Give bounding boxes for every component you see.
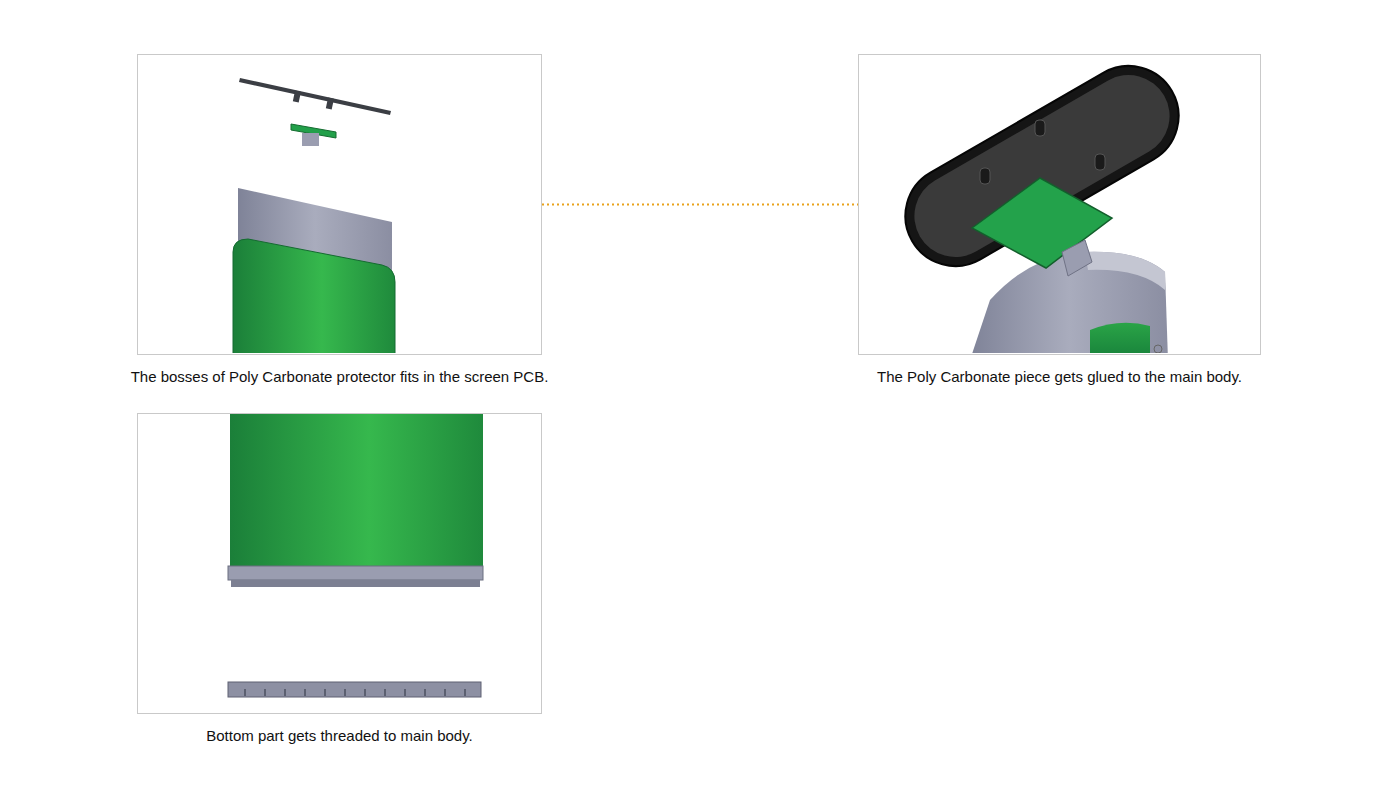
- step-caption: The bosses of Poly Carbonate protector f…: [129, 367, 550, 386]
- panel-frame: [137, 54, 542, 355]
- dotted-connector: [542, 204, 858, 206]
- step-caption: The Poly Carbonate piece gets glued to t…: [850, 367, 1269, 386]
- panel-frame: [858, 54, 1261, 355]
- panel-three-art: [228, 414, 483, 697]
- assembly-step-panel: The bosses of Poly Carbonate protector f…: [137, 54, 542, 386]
- step-caption: Bottom part gets threaded to main body.: [129, 726, 550, 745]
- assembly-step-panel: The Poly Carbonate piece gets glued to t…: [858, 54, 1261, 386]
- panel-two-art: [887, 55, 1197, 353]
- assembly-step-panel: Bottom part gets threaded to main body.: [137, 413, 542, 745]
- panel-one-art: [233, 78, 395, 353]
- panel-frame: [137, 413, 542, 714]
